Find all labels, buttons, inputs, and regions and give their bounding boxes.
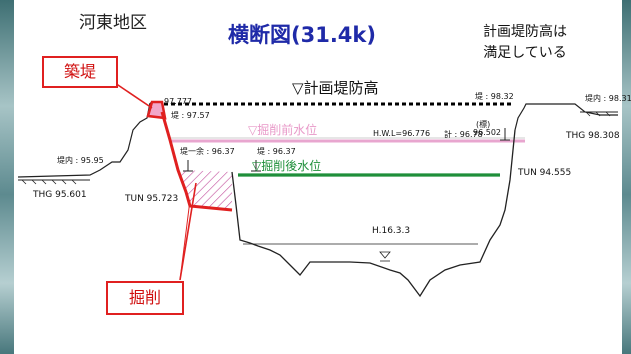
excavation-area bbox=[178, 170, 232, 210]
elev-levee-one: 堤一余 : 96.37 bbox=[180, 147, 235, 156]
embankment-callout-text: 築堤 bbox=[63, 62, 96, 81]
elev-tun-left: TUN 95.723 bbox=[125, 194, 179, 204]
levee-note: 計画堤防高は 満足している bbox=[483, 22, 567, 64]
elev-thg-right: THG 98.308 bbox=[566, 131, 620, 141]
elev-tun-right: TUN 94.555 bbox=[518, 168, 572, 178]
excavation-callout: 掘削 bbox=[106, 281, 184, 315]
plan-levee-height-label: ▽計画堤防高 bbox=[292, 79, 379, 97]
elev-levee-inner: 堤内 : 95.95 bbox=[57, 156, 104, 165]
levee-note-line-2: 満足している bbox=[483, 45, 567, 61]
excavation-outline bbox=[160, 111, 233, 212]
elev-right-top: 堤 : 98.32 bbox=[475, 92, 514, 101]
embankment-leader bbox=[114, 82, 153, 109]
channel-bed-line bbox=[231, 129, 516, 298]
embankment-callout: 築堤 bbox=[42, 56, 118, 88]
elev-hwl: H.W.L=96.776 bbox=[373, 129, 431, 138]
page-title: 横断図(31.4k) bbox=[228, 23, 376, 47]
left-ground-line bbox=[17, 102, 151, 178]
excavation-callout-text: 掘削 bbox=[128, 288, 161, 307]
elev-thg-left: THG 95.601 bbox=[33, 190, 87, 200]
right-ground-line bbox=[514, 103, 618, 131]
right-photo-edge bbox=[622, 0, 631, 354]
levee-note-line-1: 計画堤防高は bbox=[483, 24, 567, 40]
elev-plan-mark: (標) bbox=[476, 120, 491, 129]
elev-levee-two: 堤 : 96.37 bbox=[257, 147, 296, 156]
left-photo-edge bbox=[0, 0, 14, 354]
elev-plan: 計 : 96.78 bbox=[444, 130, 483, 139]
elev-levee-left: 堤 : 97.57 bbox=[171, 111, 210, 120]
elev-crest-left: 97.777 bbox=[164, 97, 192, 106]
elev-plan-value: 96.502 bbox=[473, 128, 501, 137]
survey-date: H.16.3.3 bbox=[372, 226, 411, 236]
water-before-label: ▽掘削前水位 bbox=[248, 123, 318, 137]
water-after-label: ▽掘削後水位 bbox=[252, 159, 322, 173]
excavation-leader bbox=[179, 182, 197, 281]
elev-right-far: 堤内 : 98.31 bbox=[585, 94, 631, 103]
district-label: 河東地区 bbox=[79, 13, 147, 33]
